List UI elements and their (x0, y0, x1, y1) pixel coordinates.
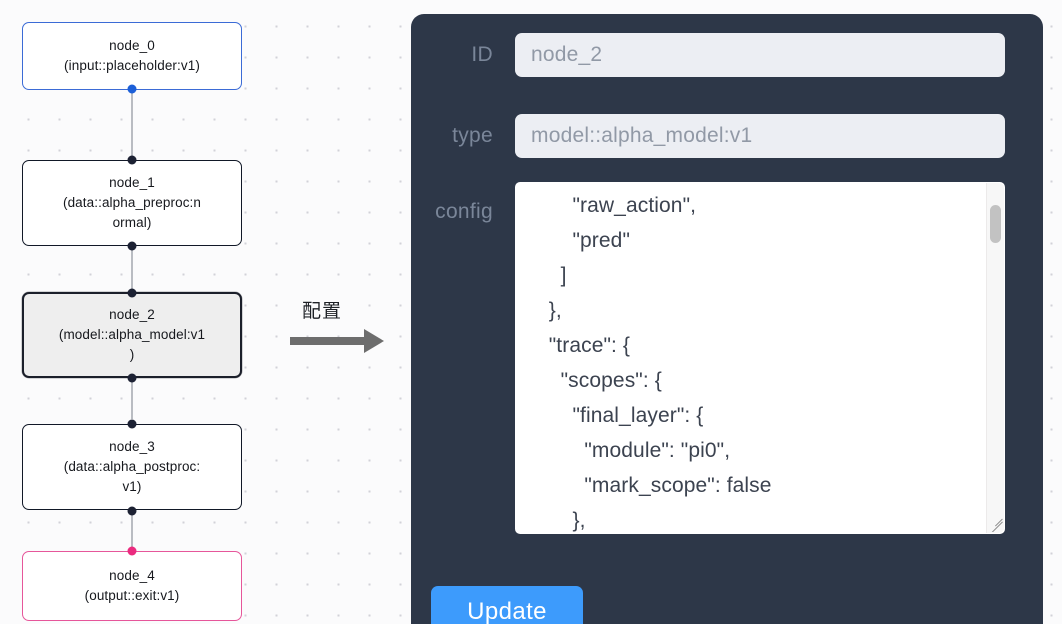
graph-node-id-label: node_2 (109, 307, 155, 322)
type-field-label: type (452, 124, 493, 147)
arrow-right-icon (290, 337, 366, 345)
transfer-label: 配置 (302, 300, 343, 322)
graph-node-node_4[interactable]: node_4 (output::exit:v1) (22, 551, 242, 621)
update-button[interactable]: Update (431, 586, 583, 624)
config-textarea[interactable]: "raw_action", "pred" ] }, "trace": { "sc… (515, 182, 1005, 534)
edge-node0-node1 (131, 89, 133, 161)
bottom-strip (0, 624, 1062, 643)
edge-node3-node4 (131, 511, 133, 550)
type-field-row: type model::alpha_model:v1 (411, 114, 1005, 158)
graph-node-id-label: node_1 (109, 175, 155, 190)
resize-handle-icon[interactable] (987, 516, 1003, 532)
transfer-annotation: 配置 (290, 296, 400, 360)
graph-node-id-label: node_0 (109, 38, 155, 53)
graph-node-id-label: node_4 (109, 568, 155, 583)
graph-node-node_0[interactable]: node_0 (input::placeholder:v1) (22, 22, 242, 90)
graph-node-node_3[interactable]: node_3 (data::alpha_postproc: v1) (22, 424, 242, 510)
type-input[interactable]: model::alpha_model:v1 (515, 114, 1005, 158)
edge-node2-node3 (131, 377, 133, 419)
graph-node-node_1[interactable]: node_1 (data::alpha_preproc:n ormal) (22, 160, 242, 246)
node_1-source-handle[interactable] (127, 241, 137, 251)
config-field-row: config "raw_action", "pred" ] }, "trace"… (411, 182, 1005, 534)
graph-node-type-label: (data::alpha_preproc:n ormal) (62, 195, 202, 230)
config-textarea-wrapper: "raw_action", "pred" ] }, "trace": { "sc… (515, 182, 1005, 534)
id-input[interactable]: node_2 (515, 33, 1005, 77)
node_3-target-handle[interactable] (127, 419, 137, 429)
node_2-source-handle[interactable] (127, 373, 137, 383)
node_0-source-handle[interactable] (127, 84, 137, 94)
node-config-panel: ID node_2 type model::alpha_model:v1 con… (411, 14, 1043, 624)
node_2-target-handle[interactable] (127, 288, 137, 298)
id-field-label: ID (471, 43, 493, 66)
edge-node1-node2 (131, 245, 133, 293)
graph-node-type-label: (input::placeholder:v1) (64, 58, 200, 73)
id-field-row: ID node_2 (411, 33, 1005, 77)
graph-node-type-label: (data::alpha_postproc: v1) (63, 459, 201, 494)
flow-canvas[interactable]: node_0 (input::placeholder:v1) node_1 (d… (0, 0, 1062, 624)
graph-node-id-label: node_3 (109, 439, 155, 454)
graph-node-type-label: (output::exit:v1) (84, 588, 180, 603)
config-scrollbar-thumb[interactable] (990, 205, 1001, 243)
graph-node-type-label: (model::alpha_model:v1 ) (58, 327, 206, 362)
config-scrollbar[interactable] (986, 183, 1004, 533)
node_1-target-handle[interactable] (127, 155, 137, 165)
config-field-label: config (435, 200, 493, 223)
arrow-right-head-icon (364, 329, 384, 353)
node_3-source-handle[interactable] (127, 506, 137, 516)
graph-node-node_2[interactable]: node_2 (model::alpha_model:v1 ) (22, 292, 242, 378)
node_4-target-handle[interactable] (127, 546, 137, 556)
